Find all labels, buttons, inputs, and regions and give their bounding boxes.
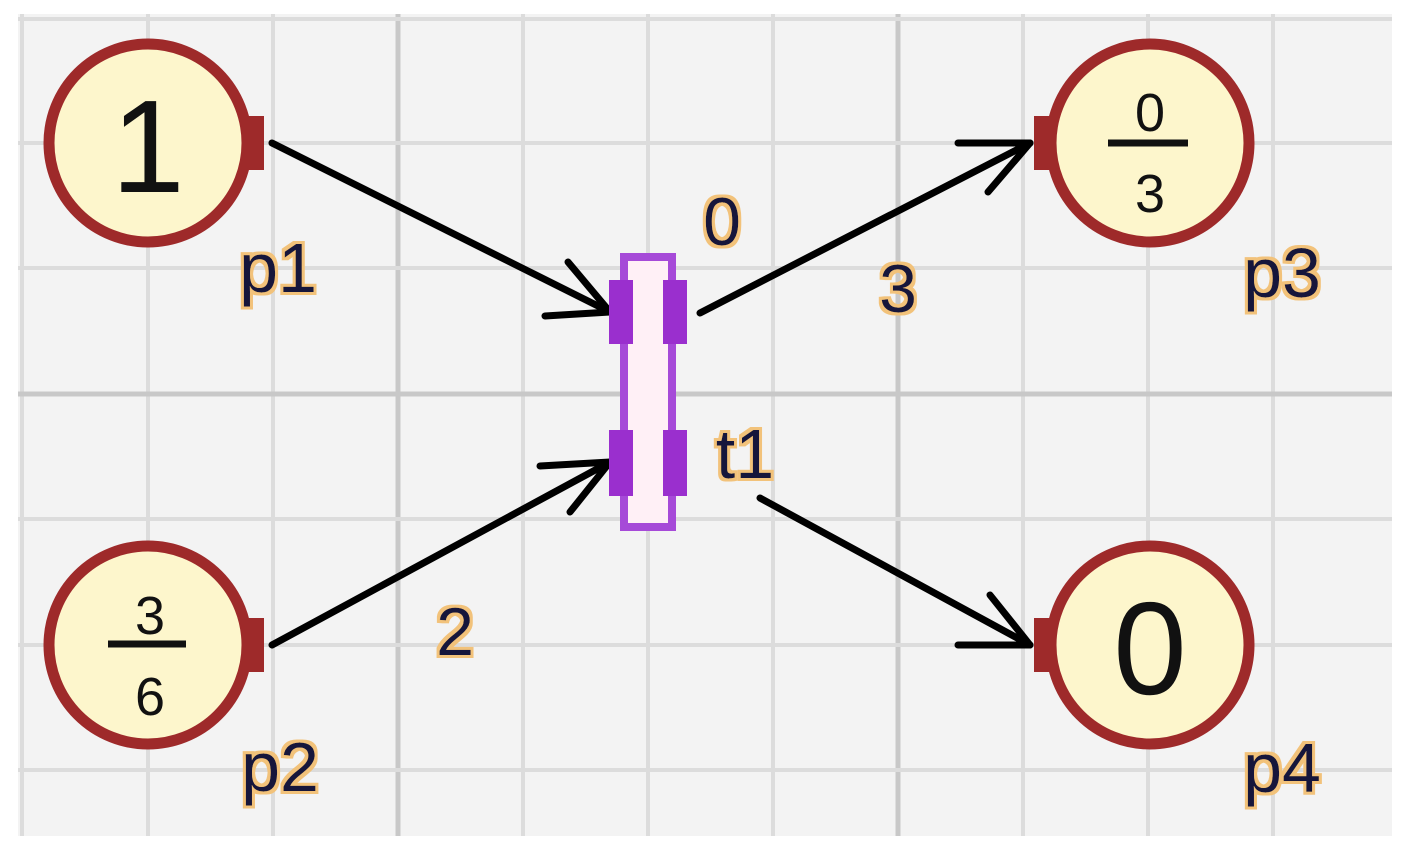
token-numerator: 3 <box>135 586 165 646</box>
place-p2[interactable]: 3 6 <box>43 540 264 750</box>
place-p3[interactable]: 0 3 <box>1034 38 1255 248</box>
place-label-p1: p1 <box>239 229 317 307</box>
token-denominator: 3 <box>1135 164 1165 224</box>
place-p4[interactable]: 0 <box>1034 540 1255 750</box>
place-label-p4: p4 <box>1243 729 1321 807</box>
transition-delay-t1: 0 <box>703 184 741 260</box>
arc-weight-t1-p3: 3 <box>879 251 917 327</box>
input-port <box>609 430 633 496</box>
transition-label-t1: t1 <box>716 415 774 493</box>
output-port <box>663 430 687 496</box>
place-label-p2: p2 <box>241 728 319 806</box>
transition-t1[interactable] <box>609 253 687 531</box>
arc-weight-p2-t1: 2 <box>436 594 474 670</box>
token-count: 0 <box>1113 575 1186 722</box>
arc-t1-p4[interactable] <box>756 494 1034 649</box>
token-denominator: 6 <box>135 667 165 727</box>
place-label-p3: p3 <box>1243 234 1321 312</box>
token-numerator: 0 <box>1135 83 1165 143</box>
arc-t1-p3[interactable] <box>696 139 1034 317</box>
output-port <box>663 280 687 344</box>
input-port <box>609 280 633 344</box>
token-count: 1 <box>111 73 184 220</box>
place-p1[interactable]: 1 <box>43 38 264 248</box>
